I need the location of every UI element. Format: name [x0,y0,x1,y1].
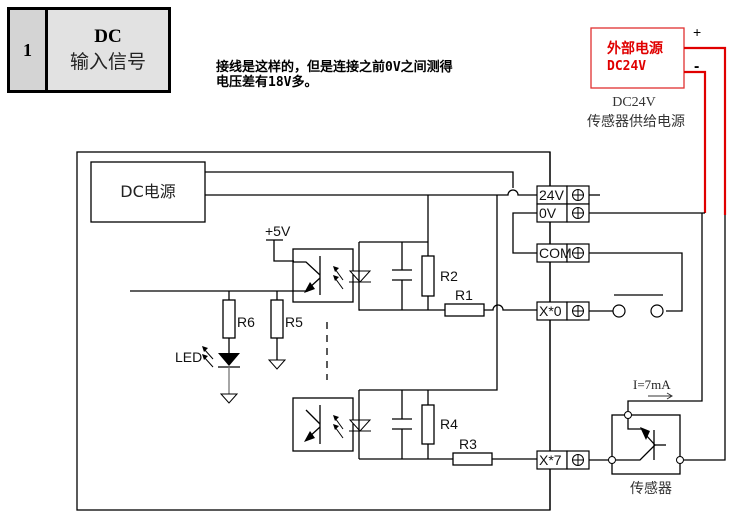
ground-icon [219,393,239,404]
sensor-transistor-emitter [644,433,656,446]
screw-icon [572,207,584,219]
sensor-minus-wire [684,215,726,461]
sensor-plus-wire [627,213,703,411]
external-supply-label: 外部电源 [607,40,663,57]
optocoupler-1 [292,248,354,303]
section-number: 1 [23,39,32,60]
screw-icon [572,189,584,201]
resistor-r5 [270,299,284,339]
terminal-0v[interactable]: 0V [536,203,590,223]
common-bus-wire [428,195,498,391]
sensor-terminal-top [624,411,632,419]
dc-supply-label: DC电源 [120,182,176,201]
led-label: LED [175,349,202,365]
sensor-transistor-collector [627,418,642,430]
terminal-x0[interactable]: X*0 [536,301,590,321]
opto2-emitter-arrow [304,431,315,442]
r6-label: R6 [237,314,255,330]
resistor-r2 [421,255,435,297]
resistor-r1 [444,303,485,317]
supply-caption-line2: 传感器供给电源 [587,113,685,130]
r1-label: R1 [455,287,473,303]
resistor-r4 [421,404,435,445]
r2-label: R2 [440,268,458,284]
0v-com-link [512,212,537,254]
optocoupler-2 [292,397,354,452]
opto1-diode-icon [348,270,372,283]
screw-icon [572,305,584,317]
sensor-terminal-left [608,456,616,464]
led-icon [202,346,240,368]
r1-to-x0-wire [484,304,537,311]
note-line2: 电压差有18V多。 [216,75,318,90]
terminal-24v-label: 24V [539,187,565,203]
capacitor-1 [392,242,412,310]
terminal-x7[interactable]: X*7 [536,450,590,470]
light-arrows-icon [333,415,344,439]
screw-icon [572,454,584,466]
terminal-x7-label: X*7 [539,452,562,468]
external-supply-voltage: DC24V [607,59,646,74]
sensor-label: 传感器 [630,480,672,497]
sensor-transistor-lead [616,444,656,461]
switch-contact-left [612,304,626,318]
external-supply-box [590,27,685,89]
section-title-line2: 输入信号 [69,51,146,73]
plus5v-label: +5V [265,223,291,239]
dc-wire-24v [205,171,514,188]
terminal-com-label: COM [539,245,572,261]
terminal-24v[interactable]: 24V [536,185,590,205]
note-line1: 接线是这样的，但是连接之前0V之间测得 [216,60,453,75]
supply-caption-line1: DC24V [612,95,656,110]
r3-label: R3 [459,436,477,452]
plus-wire-red [684,46,727,215]
screw-icon [572,247,584,259]
dc-wire-0v [205,189,537,196]
section-header: 1 DC 输入信号 [7,7,171,93]
opto1-collector [293,261,321,276]
terminal-x0-label: X*0 [539,303,562,319]
dc-supply-box [90,161,206,223]
section-title: DC 输入信号 [48,10,168,90]
section-number-cell: 1 [10,10,48,90]
sensor-transistor-arrow [640,427,650,440]
ground-icon [267,359,287,370]
sensor-box [611,414,681,475]
current-arrow-icon [648,392,673,400]
sensor-terminal-right [676,456,684,464]
switch-contact-right [650,304,664,318]
minus-sign: - [694,58,699,75]
terminal-0v-label: 0V [539,205,557,221]
resistor-r6 [222,299,236,339]
plus-sign: + [693,24,701,40]
capacitor-2 [392,390,412,459]
com-to-switch-wire [589,252,683,312]
sensor-current-label: I=7mA [633,377,671,392]
note-text: 接线是这样的，但是连接之前0V之间测得 电压差有18V多。 [216,60,453,90]
opto1-emitter-arrow [304,282,315,293]
plus5v-wire [273,240,294,262]
resistor-r3 [452,452,493,466]
r4-label: R4 [440,416,458,432]
minus-wire-red [684,70,707,213]
terminal-com[interactable]: COM [536,243,590,263]
r5-label: R5 [285,314,303,330]
opto2-diode-icon [348,419,372,432]
light-arrows-icon [333,266,344,290]
section-title-line1: DC [94,26,122,47]
opto2-collector [305,409,321,425]
